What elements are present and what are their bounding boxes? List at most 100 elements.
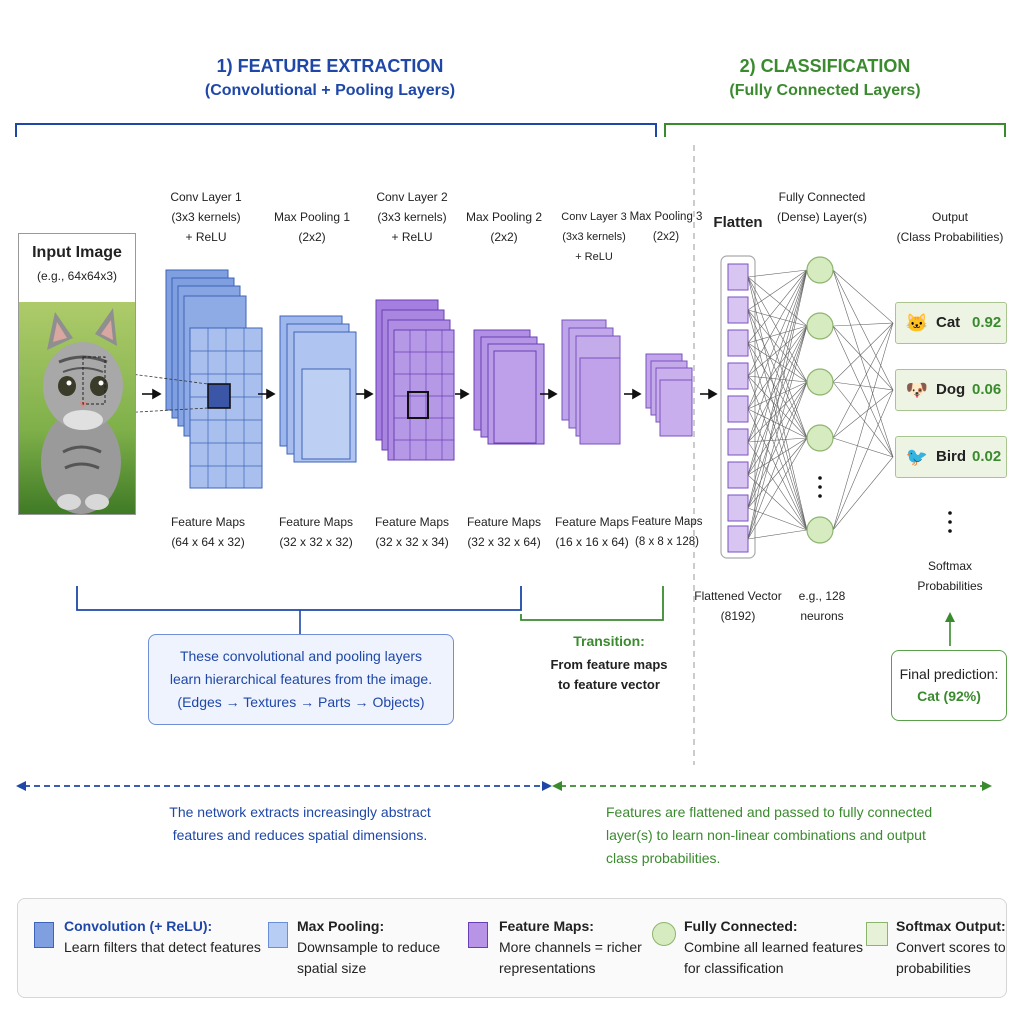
label-line: (16 x 16 x 64) (555, 535, 629, 549)
fc-node (806, 312, 834, 340)
label-line: for classification (684, 960, 784, 976)
connection-line (747, 309, 808, 327)
pool-swatch (268, 922, 288, 948)
label-line: features and reduces spatial dimensions. (172, 827, 428, 843)
connection-line (747, 474, 808, 531)
connection-line (747, 269, 808, 476)
extraction-bracket (15, 123, 657, 137)
connection-line (747, 381, 808, 540)
class-prob: 0.92 (972, 314, 1002, 331)
feature-maps-2: Feature Maps(32 x 32 x 32) (268, 512, 364, 552)
label-line: Fully Connected (778, 190, 866, 204)
conv1-label: Conv Layer 1(3x3 kernels)+ ReLU (160, 187, 252, 247)
connection-line (832, 325, 894, 391)
connection-line (832, 269, 894, 458)
connection-line (832, 322, 894, 439)
connection-line (747, 269, 808, 344)
connection-line (747, 375, 808, 531)
conv-swatch (34, 922, 54, 948)
label-line: Conv Layer 2 (376, 190, 448, 204)
legend-conv-title: Convolution (+ ReLU): (64, 918, 213, 934)
label-line: Feature Maps (466, 515, 542, 529)
feature-maps-1: Feature Maps (64 x 64 x 32) (160, 512, 256, 552)
conv1-stack (165, 269, 263, 489)
legend-pool-desc: Downsample to reduce spatial size (297, 937, 440, 979)
feature-maps-6: Feature Maps(8 x 8 x 128) (630, 512, 704, 552)
label-line: representations (499, 960, 596, 976)
final-value: Cat (92%) (917, 688, 981, 704)
connection-line (832, 269, 894, 391)
label-line: + ReLU (185, 230, 227, 244)
connection-line (747, 325, 808, 410)
pool3-label: Max Pooling 3(2x2) (628, 207, 704, 247)
label-line: spatial size (297, 960, 367, 976)
label-line: (Dense) Layer(s) (776, 210, 868, 224)
legend-conv-desc: Learn filters that detect features (64, 939, 261, 955)
label-line: Feature Maps (374, 515, 450, 529)
label-line: Max Pooling 1 (273, 210, 351, 224)
conv3-label: Conv Layer 3(3x3 kernels)+ ReLU (552, 207, 636, 267)
label-line: (64 x 64 x 32) (171, 535, 245, 549)
connection-line (832, 389, 894, 439)
connection-line (832, 269, 894, 324)
class-prob: 0.06 (972, 381, 1002, 398)
pipeline-arrows (142, 388, 718, 400)
label-line: neurons (800, 609, 844, 623)
legend-fc-title: Fully Connected: (684, 918, 798, 934)
connection-line (747, 276, 808, 327)
classification-subtitle: (Fully Connected Layers) (729, 82, 921, 99)
explain-line: learn hierarchical features from the ima… (169, 671, 433, 687)
connection-line (747, 269, 808, 410)
connection-line (747, 325, 808, 377)
connection-line (747, 381, 808, 443)
pool1-label: Max Pooling 1(2x2) (268, 207, 356, 247)
label-line: Feature Maps (278, 515, 354, 529)
connection-line (747, 342, 808, 531)
fc-title: Fully Connected (Dense) Layer(s) (766, 187, 878, 227)
connection-line (747, 437, 808, 443)
class-name: Bird (936, 448, 966, 465)
label-line: probabilities (896, 960, 971, 976)
fc-node (806, 516, 834, 544)
flatten-vector (720, 255, 756, 559)
label-line: Softmax (927, 559, 972, 573)
label-line: + ReLU (575, 251, 613, 263)
connection-line (747, 507, 808, 531)
label-line: From feature maps (550, 657, 668, 672)
classification-title: 2) CLASSIFICATION (739, 56, 911, 76)
connection-line (832, 456, 894, 531)
classification-bracket (664, 123, 1006, 137)
output-bird: 🐦 Bird 0.02 (895, 436, 1007, 478)
label-line: Downsample to reduce (297, 939, 441, 955)
transition-title: Transition: (573, 633, 645, 649)
label-line: Conv Layer 1 (170, 190, 242, 204)
connection-line (747, 276, 808, 383)
connection-line (747, 276, 808, 439)
connection-line (747, 325, 808, 540)
conv3-stack (561, 319, 621, 445)
label-line: (2x2) (652, 231, 680, 243)
flatten-title: Flatten (713, 214, 763, 231)
connection-line (747, 375, 808, 383)
extraction-title: 1) FEATURE EXTRACTION (216, 56, 444, 76)
label-line: (8192) (720, 609, 756, 623)
pool3-stack (645, 353, 693, 437)
dog-face-icon: 🐶 (905, 380, 929, 400)
connection-line (747, 342, 808, 383)
pool2-stack (473, 329, 545, 445)
label-line: Flattened Vector (694, 589, 782, 603)
label-line: (3x3 kernels) (562, 231, 626, 243)
label-line: The network extracts increasingly abstra… (169, 804, 431, 820)
connection-line (747, 269, 808, 509)
input-subtitle: (e.g., 64x64x3) (36, 269, 118, 283)
output-cat: 🐱 Cat 0.92 (895, 302, 1007, 344)
label-line: Feature Maps (170, 515, 246, 529)
connection-line (747, 269, 808, 311)
feature-swatch (468, 922, 488, 948)
connection-line (747, 381, 808, 476)
